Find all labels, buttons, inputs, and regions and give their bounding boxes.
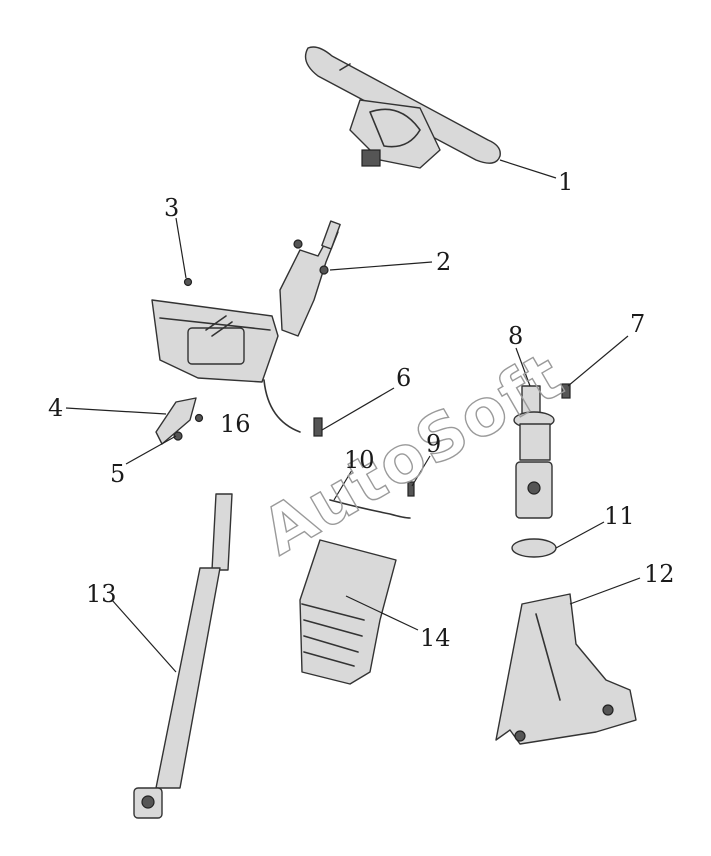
- screw-9: [407, 481, 415, 497]
- steering-wheel: [304, 46, 501, 169]
- clamp-ring: [511, 538, 557, 558]
- callout-2: 2: [436, 248, 451, 276]
- callout-8: 8: [508, 322, 523, 350]
- callout-13: 13: [86, 580, 117, 608]
- lower-bracket: [495, 593, 637, 745]
- leader-lines: [65, 159, 641, 673]
- callout-9: 9: [426, 430, 441, 458]
- intermediate-shaft: [133, 493, 233, 819]
- column-bracket-assembly: [151, 220, 341, 441]
- callout-12: 12: [644, 560, 675, 588]
- callout-16: 16: [220, 410, 251, 438]
- universal-joint-shaft: [513, 385, 555, 519]
- callout-5: 5: [110, 460, 125, 488]
- callout-4: 4: [48, 394, 63, 422]
- cover-plate: [155, 397, 197, 445]
- callout-14: 14: [420, 624, 451, 652]
- callout-7: 7: [630, 310, 645, 338]
- callout-labels: 1 2 3 4 5 6 7 8 9 10 11 12 13 14 16: [48, 168, 675, 652]
- bellows-boot: [299, 539, 397, 685]
- callout-11: 11: [604, 502, 635, 530]
- bolt-7: [561, 383, 571, 399]
- callout-1: 1: [558, 168, 573, 196]
- callout-3: 3: [164, 194, 179, 222]
- callout-6: 6: [396, 364, 411, 392]
- callout-10: 10: [344, 446, 375, 474]
- rod-10: [329, 499, 411, 519]
- bolt-6: [313, 417, 323, 437]
